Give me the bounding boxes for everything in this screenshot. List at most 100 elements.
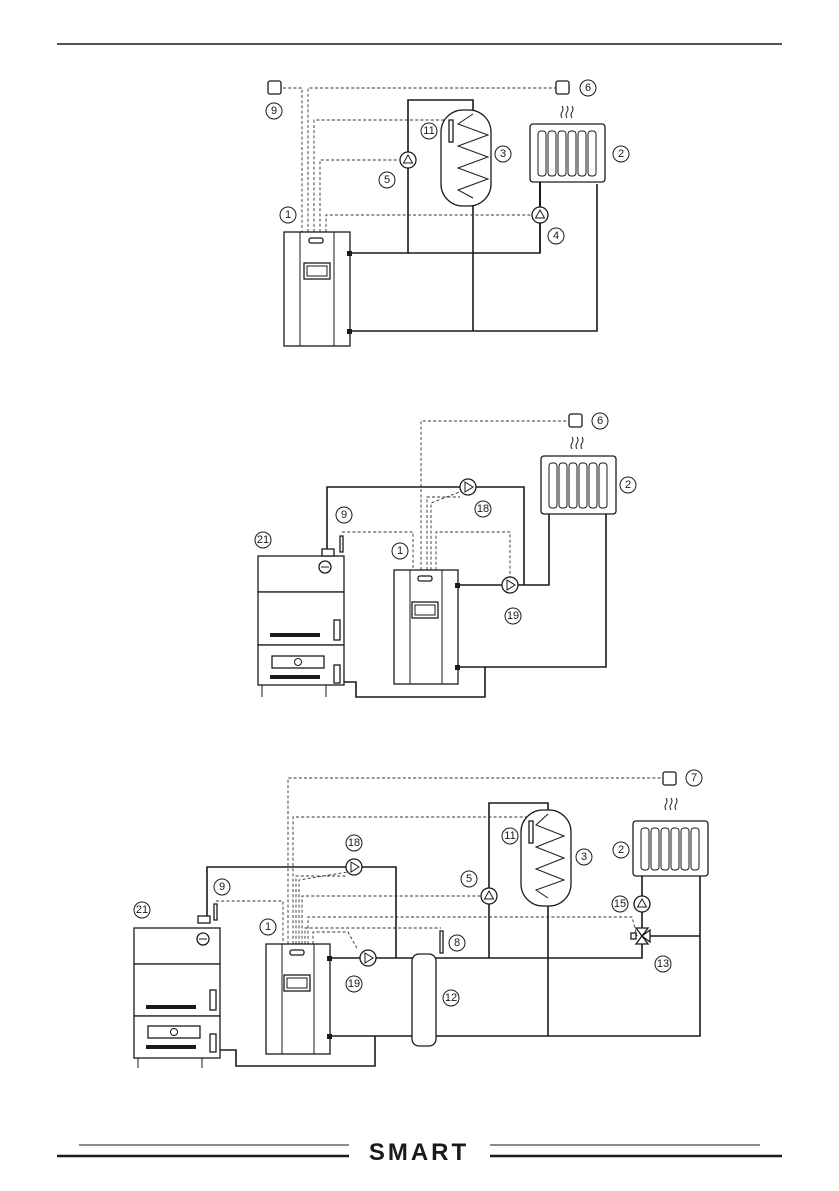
svg-text:9: 9 [219,881,225,893]
signal-sensor-9 [342,531,414,570]
signal-room-thermostat [287,777,663,944]
sensor-9 [339,535,344,553]
svg-text:8: 8 [454,937,460,949]
outdoor-sensor-9 [267,80,282,95]
label-5: 5 [378,171,396,189]
pipe-solid-supply [206,866,346,916]
room-thermostat-6 [568,413,583,428]
svg-text:2: 2 [618,844,624,856]
label-13: 13 [654,955,672,973]
label-15: 15 [611,895,629,913]
label-2: 2 [612,841,630,859]
solid-fuel-boiler-21 [257,548,345,697]
pipe-heating-supply [518,514,550,586]
brand-logo: SMART [369,1139,469,1166]
signal-pump-18b [430,490,463,570]
pump-4 [531,206,549,224]
label-9: 9 [335,506,353,524]
room-thermostat-6 [555,80,570,95]
pipe-return [351,184,598,332]
boiler-1 [265,943,332,1055]
label-18: 18 [474,500,492,518]
sensor-8 [439,930,444,954]
svg-text:7: 7 [691,772,697,784]
tank-3 [440,109,492,207]
label-1: 1 [279,206,297,224]
label-21: 21 [133,901,151,919]
svg-text:3: 3 [581,851,587,863]
pipe-solid-return [344,667,486,698]
label-21: 21 [254,531,272,549]
footer: SMART [57,1139,782,1166]
label-6: 6 [579,79,597,97]
label-18: 18 [345,834,363,852]
svg-text:18: 18 [477,503,489,515]
signal-pump-19 [312,931,359,951]
diagram-3: 7 11 18 3 2 5 9 21 15 1 8 13 19 12 [133,769,709,1068]
pipe-heating-return [458,514,607,668]
boiler-1 [283,231,352,347]
pump-15 [633,895,651,913]
signal-sensor-9 [216,900,284,944]
svg-text:2: 2 [618,148,624,160]
svg-text:21: 21 [136,904,148,916]
svg-text:11: 11 [423,125,434,137]
label-19: 19 [345,975,363,993]
svg-text:5: 5 [466,873,472,885]
pipe-tank-up [488,802,549,888]
svg-text:6: 6 [585,82,591,94]
label-2: 2 [619,476,637,494]
svg-text:9: 9 [271,105,277,117]
svg-text:21: 21 [257,534,269,546]
sensor-9 [213,903,218,921]
pipe-solid-supply-b [476,486,525,585]
svg-text:19: 19 [507,610,519,622]
label-11: 11 [501,827,519,845]
signal-pump-15 [307,916,638,944]
label-7: 7 [685,769,703,787]
label-19: 19 [504,607,522,625]
pipe-solid-supply-b [362,866,397,958]
signal-pump-18 [295,875,346,944]
signal-pump-18 [426,496,460,570]
pump-18 [459,478,477,496]
svg-text:12: 12 [445,992,457,1004]
pipe-rad-return [436,876,701,1037]
svg-text:1: 1 [397,545,403,557]
svg-text:1: 1 [285,209,291,221]
diagram-1: 9 6 11 3 2 5 1 4 [265,79,630,347]
pump-19 [359,949,377,967]
svg-text:5: 5 [384,174,390,186]
label-1: 1 [391,542,409,560]
svg-text:19: 19 [348,978,360,990]
label-1: 1 [259,918,277,936]
svg-text:11: 11 [504,830,515,842]
signal-room-thermostat [420,420,569,570]
label-11: 11 [420,122,438,140]
signal-pump-5 [301,895,480,944]
label-9: 9 [213,878,231,896]
pipe-supply [351,99,474,254]
signal-pump-18b [298,871,349,944]
pump-5 [399,151,417,169]
pipe-solid-return [220,1036,376,1067]
diagram-2: 6 2 18 9 21 1 19 [254,412,637,698]
signal-room-thermostat [307,87,556,232]
svg-text:3: 3 [500,148,506,160]
label-3: 3 [494,145,512,163]
label-5: 5 [460,870,478,888]
label-8: 8 [448,934,466,952]
svg-text:15: 15 [614,898,626,910]
radiator-2 [632,797,709,877]
svg-text:13: 13 [657,958,669,970]
hydraulic-separator-12 [411,953,437,1047]
signal-tank-sensor [313,119,449,232]
tank-3 [520,809,572,907]
signal-outdoor [283,87,303,232]
label-9: 9 [265,102,283,120]
mixing-valve-13 [630,927,651,945]
pipe-sep-supply [436,944,643,959]
svg-text:2: 2 [625,479,631,491]
radiator-2 [529,105,606,183]
